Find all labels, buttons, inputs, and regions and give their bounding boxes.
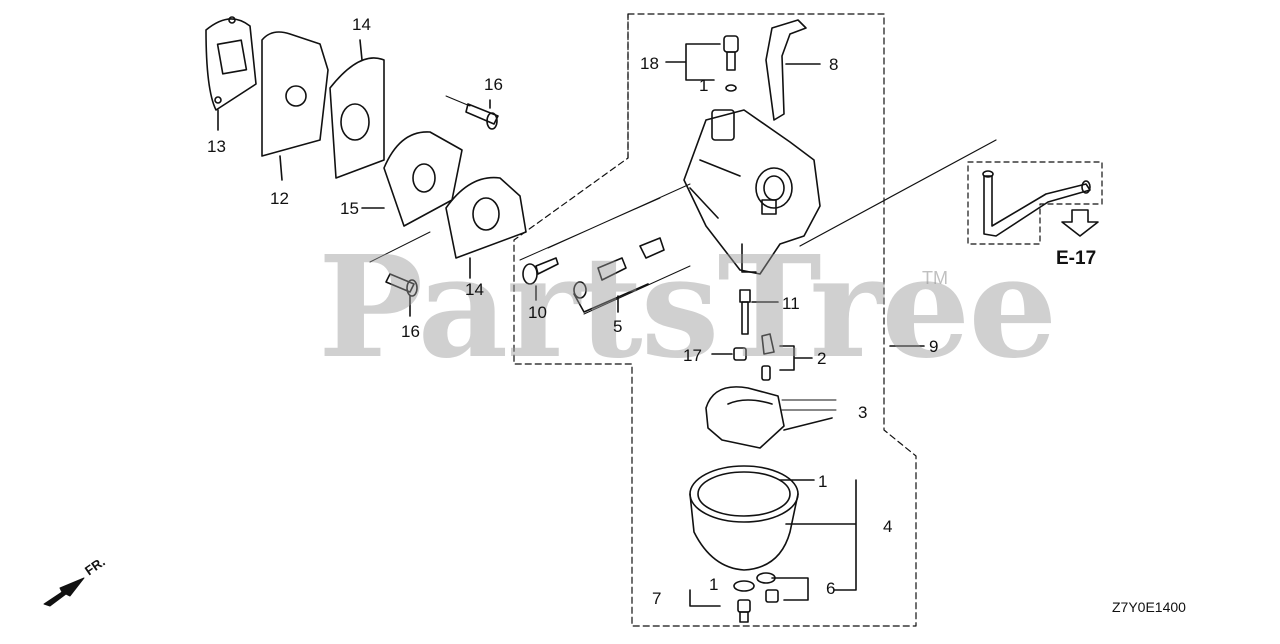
callout-3: 3	[858, 403, 868, 422]
float-3	[705, 386, 837, 449]
callout-5: 5	[613, 317, 623, 336]
carburetor-body	[683, 109, 821, 275]
screw-6	[756, 572, 809, 603]
float-valve-2	[761, 333, 813, 381]
gasket-15	[361, 131, 463, 227]
pilot-screw-set-5	[573, 237, 665, 313]
diagram-code: Z7Y0E1400	[1112, 599, 1186, 615]
callout-1-top: 1	[699, 76, 709, 95]
callout-7: 7	[652, 589, 662, 608]
hose-leader	[799, 139, 997, 247]
callout-16-top: 16	[484, 75, 503, 94]
callout-1-middle: 1	[818, 472, 828, 491]
section-reference: E-17	[1056, 248, 1097, 269]
watermark: PartsTree	[318, 226, 1057, 390]
callout-11: 11	[782, 294, 800, 313]
hose-boundary	[967, 161, 1103, 245]
callout-9: 9	[929, 337, 939, 356]
screw-10	[522, 257, 559, 301]
insulator-14-top	[329, 39, 385, 179]
callout-1-bottom: 1	[709, 575, 719, 594]
callout-14-bottom: 14	[465, 280, 484, 299]
gasket-13	[205, 16, 257, 131]
choke-lever-8	[765, 19, 821, 121]
fuel-hose	[983, 175, 1091, 237]
callout-4: 4	[883, 517, 893, 536]
nozzle-11	[739, 289, 779, 335]
assembly-boundary	[513, 13, 917, 627]
screw-16-top	[445, 95, 499, 130]
front-arrow	[43, 577, 85, 607]
plate-12	[261, 31, 329, 181]
callout-12: 12	[270, 189, 289, 208]
float-chamber-4	[689, 465, 857, 591]
callout-13: 13	[207, 137, 226, 156]
screw-16-bottom	[369, 231, 431, 317]
callout-16-bottom: 16	[401, 322, 420, 341]
drain-bolt-7	[689, 580, 755, 623]
callout-17: 17	[683, 346, 702, 365]
reference-arrow	[1061, 209, 1099, 237]
hose-end-top	[982, 170, 994, 178]
callout-15: 15	[340, 199, 359, 218]
trademark-mark: TM	[922, 268, 948, 288]
insulator-14-bottom	[445, 176, 527, 279]
callout-8: 8	[829, 55, 839, 74]
jet-18	[665, 35, 739, 92]
callout-6: 6	[826, 579, 836, 598]
callout-14-top: 14	[352, 15, 371, 34]
callout-2: 2	[817, 349, 827, 368]
callout-18: 18	[640, 54, 659, 73]
jet-17	[711, 347, 747, 361]
screw-leader-lines	[519, 183, 691, 315]
hose-end-right	[1081, 180, 1091, 194]
callout-10: 10	[528, 303, 547, 322]
